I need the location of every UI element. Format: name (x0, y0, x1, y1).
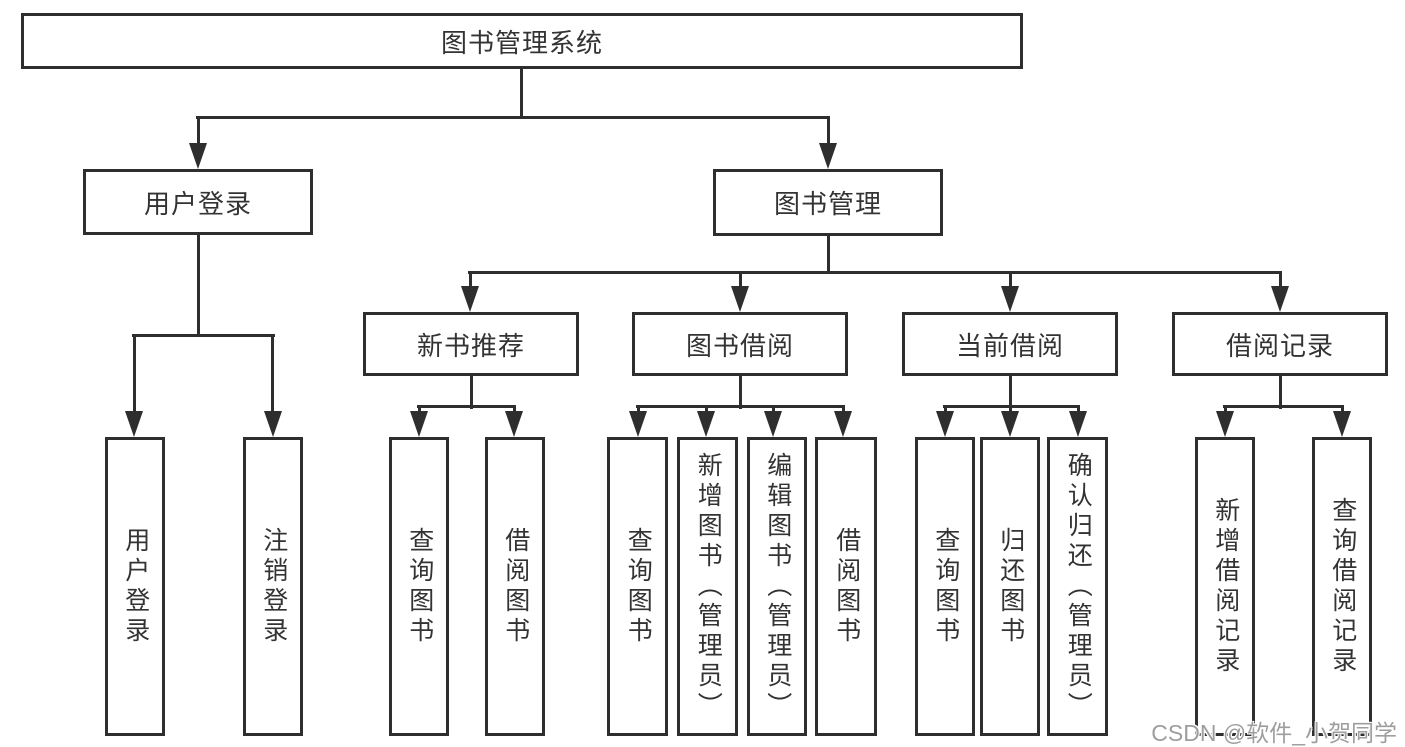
connector-to-br-add (1224, 405, 1227, 415)
leaf-br-add-record: 新增借阅记录 (1195, 437, 1255, 736)
connector-to-book-borrow (739, 271, 742, 288)
connector-new-book-rec-split (417, 405, 516, 408)
leaf-cb-confirm-return-admin: 确认归还（管理员） (1047, 437, 1108, 736)
arrowhead-leaf-logout (264, 411, 282, 437)
leaf-nb-borrow-books: 借阅图书 (485, 437, 545, 736)
csdn-watermark: CSDN @软件_小贺同学 (1151, 720, 1397, 746)
arrowhead-borrow-records (1271, 286, 1289, 312)
arrowhead-book-borrow (731, 286, 749, 312)
leaf-bb-borrow-books: 借阅图书 (815, 437, 877, 736)
connector-to-leaf-login (133, 334, 136, 413)
leaf-logout-label: 注销登录 (259, 526, 288, 647)
arrowhead-book-mgmt (819, 143, 837, 169)
node-borrow-records: 借阅记录 (1172, 312, 1388, 376)
node-current-borrow-label: 当前借阅 (955, 330, 1064, 361)
connector-book-mgmt-split (468, 271, 1281, 274)
connector-book-borrow-stem (739, 374, 742, 409)
arrowhead-user-login (189, 143, 207, 169)
arrowhead-cb-confirm (1069, 411, 1087, 437)
connector-to-bb-add (705, 405, 708, 415)
leaf-bb-edit-books-admin: 编辑图书（管理员） (747, 437, 807, 736)
connector-to-bb-borrow (842, 405, 845, 415)
leaf-nb-borrow-books-label: 借阅图书 (501, 526, 530, 647)
node-user-login-label: 用户登录 (143, 188, 252, 219)
node-borrow-records-label: 借阅记录 (1225, 330, 1334, 361)
arrowhead-cb-query (936, 411, 954, 437)
connector-to-cb-confirm (1077, 405, 1080, 415)
arrowhead-bb-query (629, 411, 647, 437)
leaf-cb-return-books-label: 归还图书 (996, 526, 1025, 647)
leaf-bb-add-books-admin: 新增图书（管理员） (677, 437, 738, 736)
connector-book-mgmt-stem (827, 235, 830, 274)
arrowhead-nb-query (410, 411, 428, 437)
connector-book-borrow-split (636, 405, 845, 408)
connector-user-login-split (132, 334, 275, 337)
leaf-bb-query-books: 查询图书 (607, 437, 668, 736)
connector-user-login-stem (197, 234, 200, 337)
connector-to-current-borrow (1009, 271, 1012, 288)
connector-to-br-query (1341, 405, 1344, 415)
connector-to-cb-query (944, 405, 947, 415)
connector-to-new-book-rec (469, 271, 472, 288)
arrowhead-bb-add (697, 411, 715, 437)
arrowhead-bb-borrow (834, 411, 852, 437)
connector-new-book-rec-stem (470, 374, 473, 409)
leaf-user-login-label: 用户登录 (121, 526, 150, 647)
connector-to-user-login (197, 116, 200, 145)
connector-to-cb-return (1009, 405, 1012, 415)
node-root: 图书管理系统 (21, 13, 1023, 69)
node-book-borrow: 图书借阅 (632, 312, 848, 376)
node-book-borrow-label: 图书借阅 (685, 330, 794, 361)
connector-root-stem (520, 69, 523, 118)
arrowhead-cb-return (1001, 411, 1019, 437)
leaf-logout: 注销登录 (243, 437, 303, 736)
connector-borrow-records-stem (1279, 374, 1282, 409)
node-book-mgmt: 图书管理 (713, 169, 943, 236)
leaf-bb-query-books-label: 查询图书 (624, 526, 653, 647)
node-new-book-rec: 新书推荐 (363, 312, 579, 376)
leaf-br-add-record-label: 新增借阅记录 (1211, 496, 1240, 677)
leaf-nb-query-books: 查询图书 (389, 437, 449, 736)
arrowhead-nb-borrow (505, 411, 523, 437)
connector-to-book-mgmt (827, 116, 830, 145)
leaf-cb-query-books: 查询图书 (915, 437, 975, 736)
leaf-bb-borrow-books-label: 借阅图书 (832, 526, 861, 647)
connector-to-nb-borrow (513, 405, 516, 415)
connector-current-borrow-stem (1009, 374, 1012, 409)
connector-to-borrow-records (1279, 271, 1282, 288)
node-book-mgmt-label: 图书管理 (773, 189, 882, 219)
arrowhead-new-book-rec (461, 286, 479, 312)
leaf-cb-confirm-return-admin-label: 确认归还（管理员） (1064, 451, 1093, 722)
leaf-br-query-record-label: 查询借阅记录 (1328, 496, 1357, 677)
leaf-user-login: 用户登录 (105, 437, 165, 736)
node-user-login: 用户登录 (83, 169, 313, 235)
arrowhead-leaf-login (125, 411, 143, 437)
connector-borrow-records-split (1223, 405, 1344, 408)
leaf-bb-add-books-admin-label: 新增图书（管理员） (694, 451, 723, 722)
connector-to-nb-query (418, 405, 421, 415)
leaf-bb-edit-books-admin-label: 编辑图书（管理员） (763, 451, 792, 722)
connector-root-split (196, 116, 830, 119)
node-new-book-rec-label: 新书推荐 (416, 330, 525, 361)
leaf-nb-query-books-label: 查询图书 (405, 526, 434, 647)
connector-to-bb-edit (772, 405, 775, 415)
arrowhead-current-borrow (1001, 286, 1019, 312)
connector-to-bb-query (637, 405, 640, 415)
node-root-label: 图书管理系统 (440, 27, 603, 58)
leaf-br-query-record: 查询借阅记录 (1312, 437, 1372, 736)
arrowhead-br-query (1333, 411, 1351, 437)
arrowhead-bb-edit (764, 411, 782, 437)
arrowhead-br-add (1216, 411, 1234, 437)
connector-to-leaf-logout (271, 334, 274, 413)
leaf-cb-query-books-label: 查询图书 (931, 526, 960, 647)
node-current-borrow: 当前借阅 (902, 312, 1118, 376)
leaf-cb-return-books: 归还图书 (980, 437, 1040, 736)
